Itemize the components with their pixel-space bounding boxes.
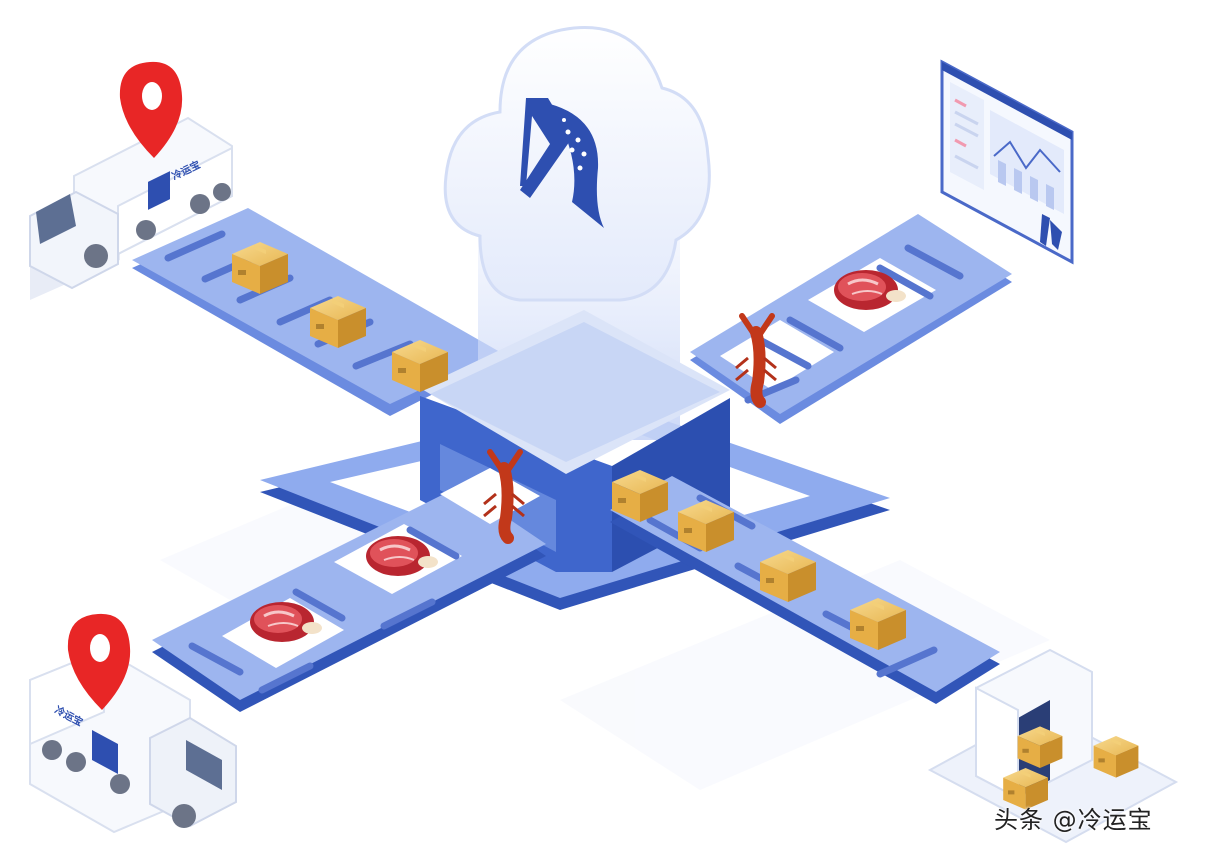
- watermark-text: 头条 @冷运宝: [994, 806, 1153, 834]
- brand-logo-icon: [1040, 214, 1062, 250]
- truck-top-left: 冷运宝: [29, 116, 233, 300]
- location-pin-icon: [119, 61, 183, 158]
- dashboard-screen: [940, 59, 1074, 265]
- brand-logo-icon: [520, 98, 604, 228]
- truck-bottom-left: 冷运宝: [29, 648, 237, 834]
- conveyor-upper-right: [690, 214, 1012, 424]
- location-pin-icon: [67, 613, 131, 710]
- cold-storage-room: [927, 648, 1179, 844]
